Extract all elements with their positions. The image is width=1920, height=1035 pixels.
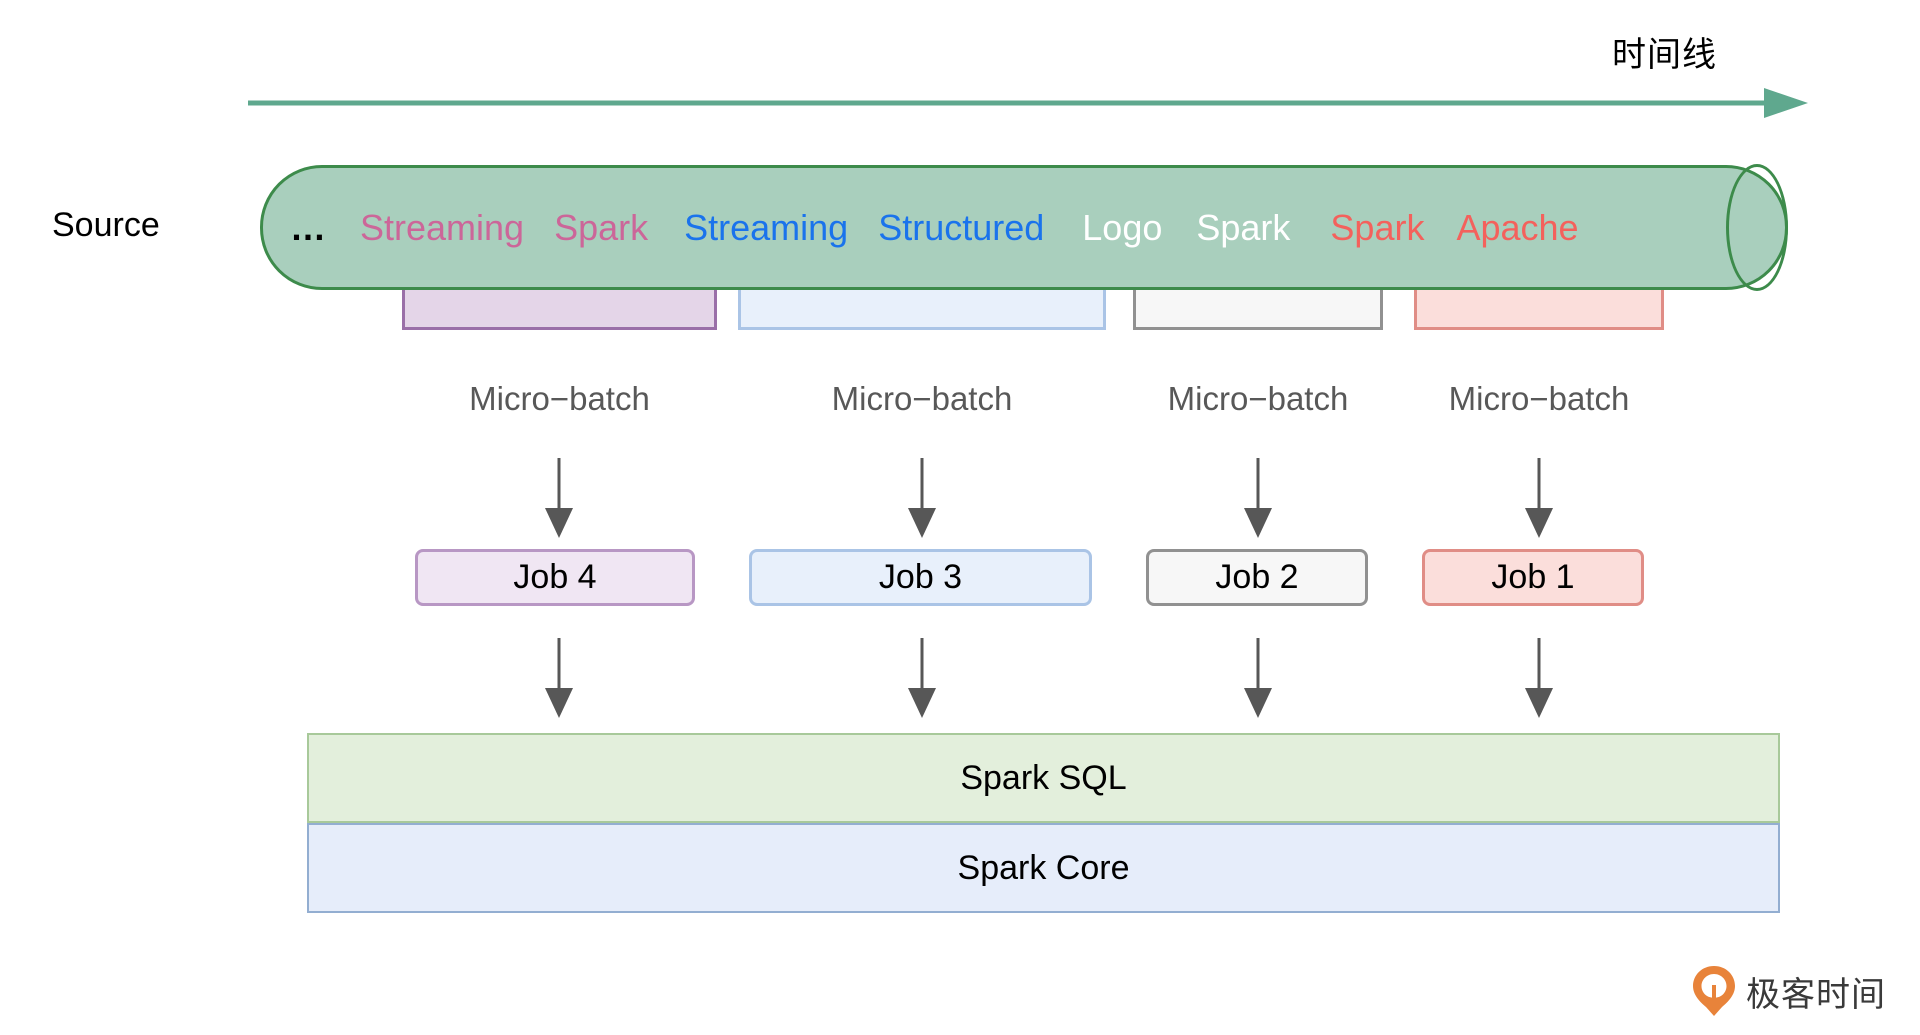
source-word-logo-white: Logo	[1082, 206, 1163, 248]
arrow-job-to-sparksql-4	[545, 638, 573, 718]
timeline-label: 时间线	[1612, 36, 1717, 74]
microbatch-label-3: Micro−batch	[831, 380, 1013, 417]
source-word-structured-blue: Structured	[878, 206, 1045, 248]
source-cylinder: … Streaming Spark Streaming Structured L…	[260, 164, 1788, 291]
source-word-apache-red: Apache	[1456, 206, 1579, 248]
job-box-2-label: Job 2	[1215, 558, 1299, 596]
microbatch-label-1: Micro−batch	[1448, 380, 1630, 417]
source-label: Source	[52, 206, 160, 244]
source-word-streaming-pink: Streaming	[360, 206, 525, 248]
geektime-logo: 极客时间	[1692, 965, 1886, 1017]
spark-core-bar[interactable]: Spark Core	[307, 823, 1780, 913]
timeline-arrow-icon	[248, 88, 1808, 118]
job-box-3[interactable]: Job 3	[749, 549, 1092, 606]
job-box-2[interactable]: Job 2	[1146, 549, 1368, 606]
arrow-job-to-sparksql-1	[1525, 638, 1553, 718]
job-box-4-label: Job 4	[513, 558, 597, 596]
job-box-1-label: Job 1	[1491, 558, 1575, 596]
cylinder-end-cap	[1726, 164, 1788, 291]
source-word-streaming-blue: Streaming	[684, 206, 849, 248]
arrow-microbatch-to-job-3	[908, 458, 936, 538]
job-box-1[interactable]: Job 1	[1422, 549, 1644, 606]
spark-sql-bar[interactable]: Spark SQL	[307, 733, 1780, 823]
geektime-logo-text: 极客时间	[1746, 974, 1886, 1015]
arrow-job-to-sparksql-2	[1244, 638, 1272, 718]
microbatch-label-4: Micro−batch	[469, 380, 650, 417]
source-word-spark-white: Spark	[1196, 206, 1291, 248]
geektime-mark-icon	[1693, 966, 1735, 1016]
source-word-spark-pink: Spark	[554, 206, 649, 248]
cylinder-body	[260, 165, 1788, 290]
source-word-ellipsis: …	[290, 206, 326, 248]
arrow-microbatch-to-job-4	[545, 458, 573, 538]
spark-sql-label: Spark SQL	[960, 758, 1127, 797]
job-box-3-label: Job 3	[878, 558, 963, 596]
job-box-4[interactable]: Job 4	[415, 549, 695, 606]
source-word-spark-red: Spark	[1330, 206, 1425, 248]
spark-core-label: Spark Core	[957, 848, 1130, 887]
arrow-microbatch-to-job-1	[1525, 458, 1553, 538]
arrow-job-to-sparksql-3	[908, 638, 936, 718]
arrow-microbatch-to-job-2	[1244, 458, 1272, 538]
microbatch-label-2: Micro−batch	[1167, 380, 1349, 417]
cylinder-word-stream: … Streaming Spark Streaming Structured L…	[260, 165, 1788, 290]
